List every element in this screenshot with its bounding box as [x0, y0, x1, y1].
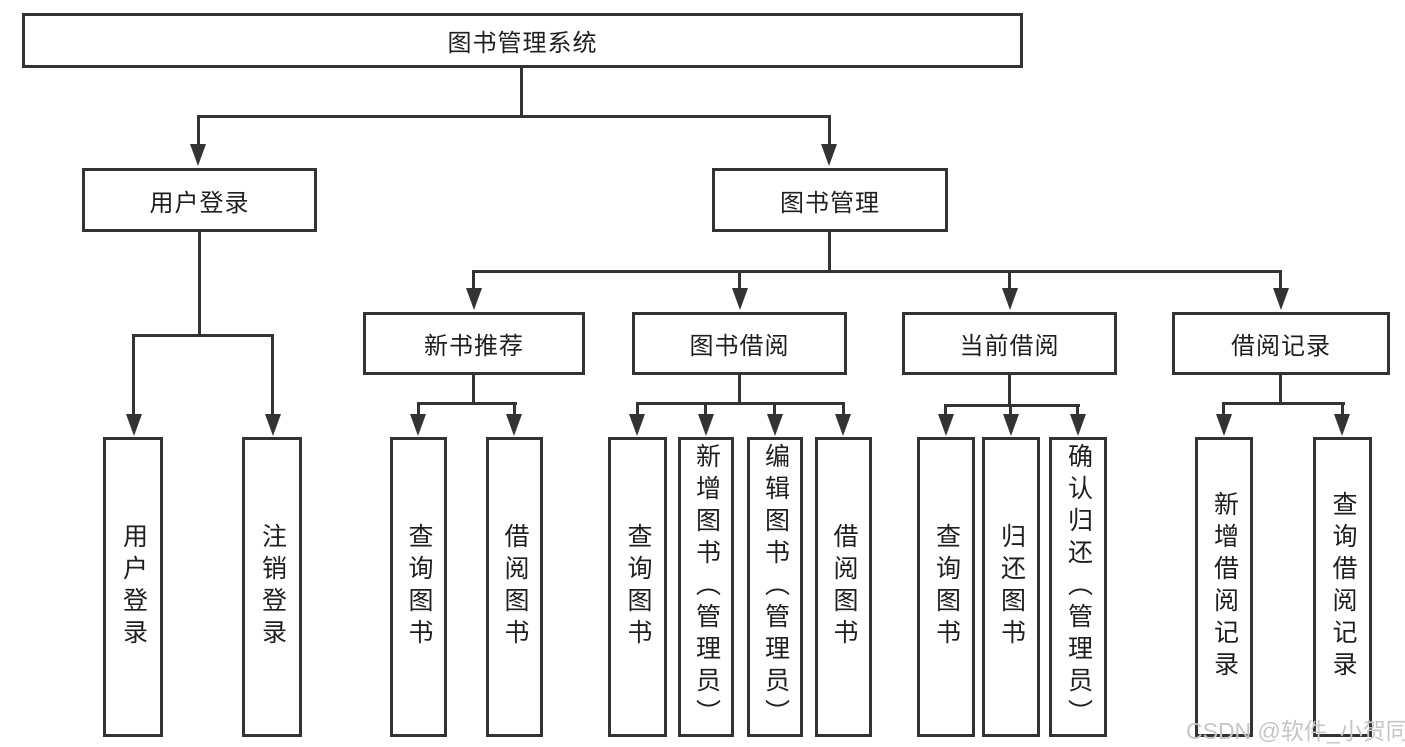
leaf-confirm-return-admin: 确认归还（管理员）: [1049, 437, 1107, 737]
connector-line: [773, 402, 776, 416]
connector-line: [520, 68, 523, 117]
leaf-query-book-recommend: 查询图书: [390, 437, 447, 737]
csdn-watermark: CSDN @软件_小贺同学: [1186, 718, 1405, 744]
connector-line: [197, 115, 831, 118]
arrow-down-icon: [410, 414, 426, 436]
node-current-borrow: 当前借阅: [902, 312, 1117, 375]
connector-line: [944, 404, 1080, 407]
arrow-down-icon: [1216, 414, 1232, 436]
node-new-book-recommend: 新书推荐: [363, 312, 585, 375]
leaf-borrow-book: 借阅图书: [815, 437, 872, 737]
connector-line: [132, 334, 274, 337]
connector-line: [1008, 375, 1011, 406]
connector-line: [472, 270, 1282, 273]
connector-line: [842, 402, 845, 416]
connector-line: [1279, 375, 1282, 404]
leaf-add-borrow-record: 新增借阅记录: [1195, 437, 1253, 737]
connector-line: [738, 270, 741, 291]
connector-line: [417, 402, 517, 405]
arrow-down-icon: [938, 414, 954, 436]
connector-line: [1222, 402, 1345, 405]
arrow-down-icon: [732, 288, 748, 310]
connector-line: [472, 375, 475, 404]
leaf-edit-book-admin: 编辑图书（管理员）: [747, 437, 803, 737]
connector-line: [636, 402, 845, 405]
connector-line: [944, 404, 947, 416]
connector-line: [1341, 402, 1344, 416]
arrow-down-icon: [126, 414, 142, 436]
arrow-down-icon: [466, 288, 482, 310]
arrow-down-icon: [265, 414, 281, 436]
arrow-down-icon: [1273, 288, 1289, 310]
arrow-down-icon: [1003, 414, 1019, 436]
connector-line: [197, 115, 200, 147]
leaf-query-borrow-record: 查询借阅记录: [1313, 437, 1372, 737]
connector-line: [472, 270, 475, 291]
connector-line: [828, 232, 831, 272]
node-borrow-record: 借阅记录: [1172, 312, 1390, 375]
connector-line: [704, 402, 707, 416]
arrow-down-icon: [835, 414, 851, 436]
node-user-login: 用户登录: [82, 168, 317, 232]
node-book-borrow: 图书借阅: [632, 312, 847, 375]
arrow-down-icon: [1070, 414, 1086, 436]
connector-line: [417, 402, 420, 416]
connector-line: [271, 334, 274, 416]
arrow-down-icon: [698, 414, 714, 436]
connector-line: [1076, 404, 1079, 416]
arrow-down-icon: [506, 414, 522, 436]
leaf-borrow-book-recommend: 借阅图书: [486, 437, 543, 737]
arrow-down-icon: [767, 414, 783, 436]
leaf-return-book: 归还图书: [982, 437, 1040, 737]
node-root: 图书管理系统: [22, 13, 1023, 68]
arrow-down-icon: [629, 414, 645, 436]
connector-line: [828, 115, 831, 147]
arrow-down-icon: [1334, 414, 1350, 436]
connector-line: [1279, 270, 1282, 291]
connector-line: [636, 402, 639, 416]
arrow-down-icon: [821, 144, 837, 166]
leaf-query-book-current: 查询图书: [917, 437, 975, 737]
connector-line: [1222, 402, 1225, 416]
connector-line: [132, 334, 135, 416]
connector-line: [1009, 404, 1012, 416]
node-book-management: 图书管理: [712, 168, 948, 232]
connector-line: [513, 402, 516, 416]
connector-line: [198, 232, 201, 336]
arrow-down-icon: [1002, 288, 1018, 310]
leaf-add-book-admin: 新增图书（管理员）: [678, 437, 734, 737]
leaf-query-book-borrow: 查询图书: [608, 437, 667, 737]
leaf-logout: 注销登录: [242, 437, 302, 737]
arrow-down-icon: [190, 144, 206, 166]
leaf-user-login: 用户登录: [103, 437, 163, 737]
connector-line: [1008, 270, 1011, 291]
connector-line: [738, 375, 741, 404]
